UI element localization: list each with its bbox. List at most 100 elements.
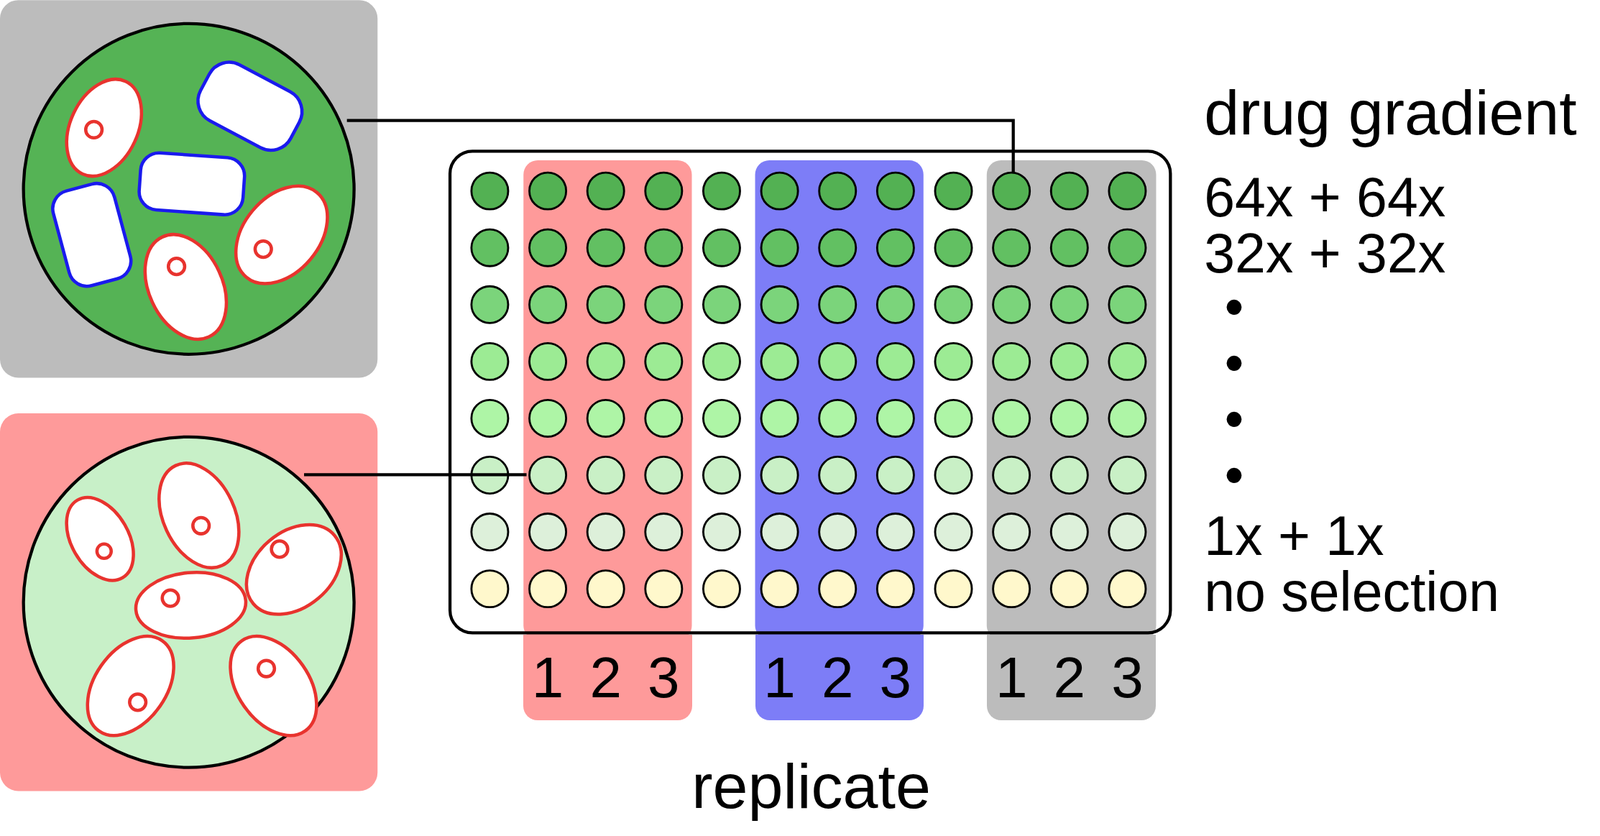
well [529,342,567,380]
well [702,513,740,551]
well [645,513,683,551]
well [993,456,1031,494]
well [702,399,740,437]
well [1109,570,1146,608]
ellipsis-dot: • [1224,386,1245,451]
well [645,570,683,608]
resistant-cells [52,450,359,752]
well [1050,342,1088,380]
well [471,399,509,437]
replicate-number: 1 [995,644,1028,711]
replicate-number: 1 [763,644,796,711]
well [935,286,972,323]
cell [129,221,243,353]
well [876,229,914,266]
well [471,286,509,323]
well [645,172,683,210]
well [645,456,683,494]
well [935,172,972,210]
panel-background [0,413,378,791]
cell-nucleus [85,121,103,139]
replicate-number: 3 [879,644,913,711]
well [702,229,740,266]
well-grid [471,172,1146,608]
well [1050,456,1088,494]
axis-title: replicate [691,749,931,823]
well [876,342,914,380]
well [702,570,740,608]
cell-nucleus [258,660,275,678]
well [529,286,567,323]
replicate-band [986,160,1157,640]
cell-nucleus [129,694,146,711]
well [529,513,567,551]
well [1050,286,1088,323]
well [761,513,798,551]
well [471,513,509,551]
cell [52,485,147,593]
culture-dish [23,23,355,355]
leader-line [304,472,527,476]
well [529,570,567,608]
well [471,172,509,210]
well [876,570,914,608]
well [587,570,624,608]
well [529,399,567,437]
well [702,286,740,323]
well [993,570,1031,608]
well [1109,229,1146,266]
panel-background [0,0,378,378]
well [1050,229,1088,266]
well [471,570,509,608]
cell [229,506,360,633]
axis-title: drug gradient [1203,76,1577,149]
well [993,342,1031,380]
well [935,570,972,608]
well [876,172,914,210]
well [529,229,567,266]
ellipsis-dot: • [1224,330,1245,395]
cell [69,620,192,752]
well [587,456,624,494]
well [587,513,624,551]
well [587,286,624,323]
well [1109,399,1146,437]
well [935,399,972,437]
replicate-band [755,160,924,640]
well [1050,570,1088,608]
well [819,513,857,551]
cell-nucleus [97,544,112,559]
well [1050,172,1088,210]
well [819,399,857,437]
replicate-tab: 123 [523,634,692,721]
well [761,342,798,380]
well [1109,172,1146,210]
well [702,456,740,494]
well [819,456,857,494]
cell-nucleus [255,240,272,258]
cell-nucleus [162,590,179,607]
well [761,456,798,494]
cell [132,567,249,643]
well [529,172,567,210]
well [993,286,1031,323]
replicate-number: 2 [821,644,854,711]
plate-outline [449,150,1171,633]
well [1109,456,1146,494]
sensitive-cells [48,54,311,291]
cell-nucleus [271,541,289,558]
well [876,456,914,494]
well [587,172,624,210]
dose-level: 1x + 1x [1203,503,1384,568]
ellipsis-dot: • [1224,274,1245,339]
well [761,570,798,608]
well [645,286,683,323]
well [993,229,1031,266]
well [1109,513,1146,551]
well [819,172,857,210]
well [471,229,509,266]
cell [143,450,255,581]
cell-nucleus [192,517,210,535]
well [819,229,857,266]
